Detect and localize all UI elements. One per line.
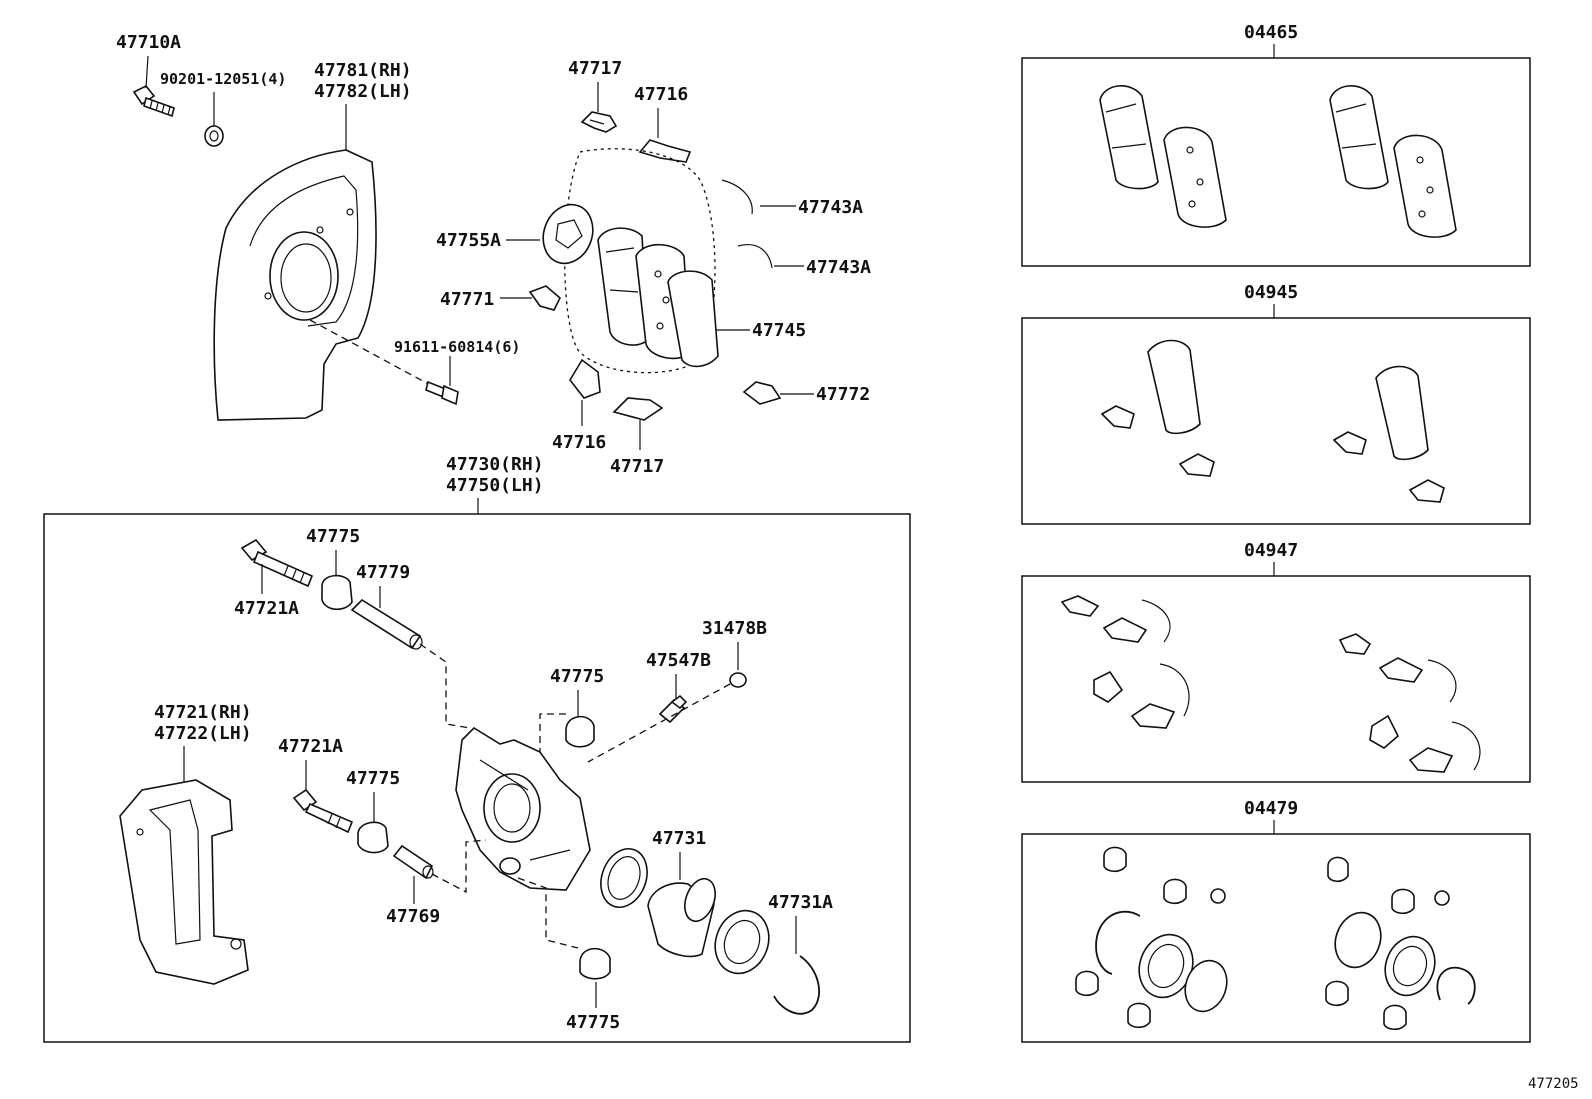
clip-47717-top xyxy=(580,111,618,133)
callout-47717-bot: 47717 xyxy=(610,456,664,477)
kit-label-04947: 04947 xyxy=(1244,540,1298,561)
callout-47710A: 47710A xyxy=(116,32,181,53)
bolt-47710A xyxy=(132,84,175,118)
callout-47775-d: 47775 xyxy=(566,1012,620,1033)
spring-47743A-1 xyxy=(721,179,753,215)
callout-47717-top: 47717 xyxy=(568,58,622,79)
callout-47731A: 47731A xyxy=(768,892,833,913)
bushing-47775-c xyxy=(357,821,389,854)
callout-47743A-1: 47743A xyxy=(798,197,863,218)
callout-47769: 47769 xyxy=(386,906,440,927)
spring-47743A-2 xyxy=(737,244,773,269)
callout-47722: 47722(LH) xyxy=(154,723,252,744)
dust-cover xyxy=(213,149,377,421)
bushing-47775-a xyxy=(321,574,353,611)
piston xyxy=(647,877,716,958)
bolt-47721A-bot xyxy=(292,788,354,834)
callout-47772: 47772 xyxy=(816,384,870,405)
kit-box-04479 xyxy=(1021,833,1531,1043)
callout-90201: 90201-12051(4) xyxy=(160,70,286,88)
callout-47779: 47779 xyxy=(356,562,410,583)
callout-47781: 47781(RH) xyxy=(314,60,412,81)
boot-47775-d xyxy=(579,947,611,980)
kit-label-04945: 04945 xyxy=(1244,282,1298,303)
washer-90201 xyxy=(204,125,224,147)
boot-ring xyxy=(714,909,770,975)
ring-47731A xyxy=(773,955,821,1015)
callout-47745: 47745 xyxy=(752,320,806,341)
callout-47775-a: 47775 xyxy=(306,526,360,547)
callout-47782: 47782(LH) xyxy=(314,81,412,102)
caliper-cylinder xyxy=(455,726,591,891)
kit-04465-pads xyxy=(1099,85,1457,238)
clip-47716-top xyxy=(638,139,692,163)
callout-47721: 47721(RH) xyxy=(154,702,252,723)
clip-47716-bot xyxy=(569,358,601,399)
bolt-91611 xyxy=(425,380,459,406)
bolt-47721A-top xyxy=(240,538,314,588)
kit-04479-parts xyxy=(1075,846,1476,1031)
callout-47743A-2: 47743A xyxy=(806,257,871,278)
callout-31478B: 31478B xyxy=(702,618,767,639)
kit-box-04465 xyxy=(1021,57,1531,267)
callout-47547B: 47547B xyxy=(646,650,711,671)
callout-47721A-b: 47721A xyxy=(278,736,343,757)
kit-box-04945 xyxy=(1021,317,1531,525)
callout-47775-b: 47775 xyxy=(550,666,604,687)
brake-pads-47745 xyxy=(597,227,719,368)
caliper-assembly-box xyxy=(43,513,911,1043)
callout-47721A-a: 47721A xyxy=(234,598,299,619)
shim-47755A xyxy=(542,203,594,265)
callout-47775-c: 47775 xyxy=(346,768,400,789)
kit-label-04465: 04465 xyxy=(1244,22,1298,43)
caliper-bracket xyxy=(119,779,249,985)
bleeder-47547B xyxy=(658,694,688,724)
pin-47769 xyxy=(392,844,434,880)
diagram-id: 477205 xyxy=(1528,1076,1579,1092)
callout-47755A: 47755A xyxy=(436,230,501,251)
kit-04945-parts xyxy=(1100,339,1445,503)
clip-47771 xyxy=(528,285,561,311)
clip-47772 xyxy=(742,381,782,405)
callout-47730: 47730(RH) xyxy=(446,454,544,475)
kit-04947-parts xyxy=(1060,595,1481,773)
kit-box-04947 xyxy=(1021,575,1531,783)
callout-91611: 91611-60814(6) xyxy=(394,338,520,356)
kit-label-04479: 04479 xyxy=(1244,798,1298,819)
callout-47716-top: 47716 xyxy=(634,84,688,105)
clip-47717-bot xyxy=(612,397,664,421)
callout-47731: 47731 xyxy=(652,828,706,849)
boot-47775-b xyxy=(565,715,595,748)
callout-47750: 47750(LH) xyxy=(446,475,544,496)
pin-47779 xyxy=(350,598,423,650)
callout-47716-bot: 47716 xyxy=(552,432,606,453)
callout-47771: 47771 xyxy=(440,289,494,310)
piston-seal-47731 xyxy=(600,848,648,908)
cap-31478B xyxy=(729,672,747,688)
